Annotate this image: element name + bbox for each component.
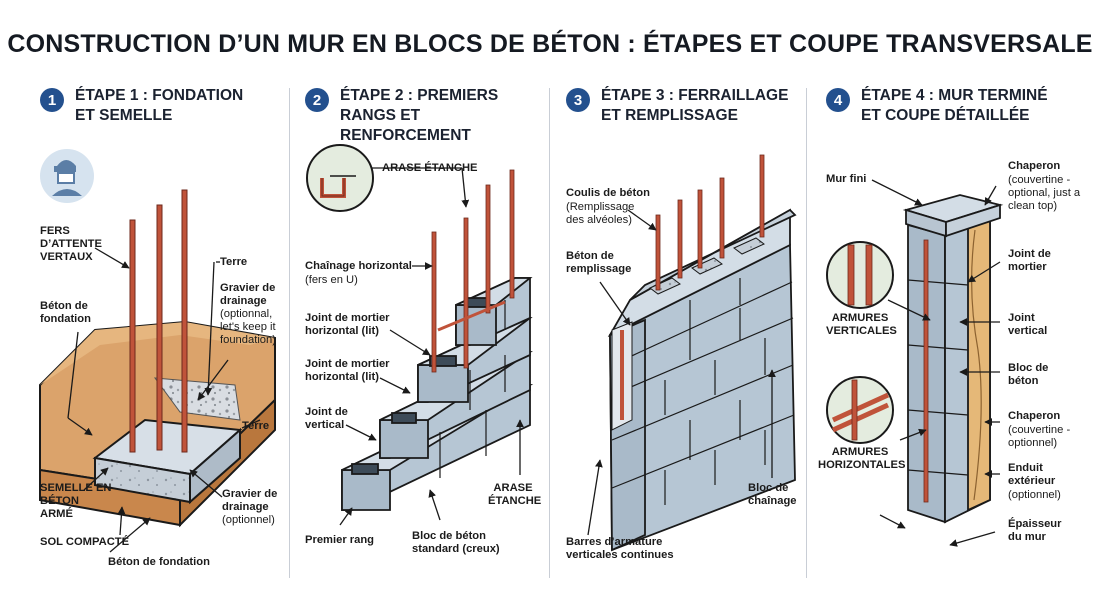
step-1-badge: 1 <box>40 88 64 112</box>
label-bloc-beton: Bloc de béton <box>1008 362 1049 387</box>
label-bloc-standard: Bloc de béton standard (creux) <box>412 530 500 555</box>
label-beton-remplissage: Béton de remplissage <box>566 250 632 275</box>
label-epaisseur: Épaisseur du mur <box>1008 518 1062 543</box>
step-3-title: ÉTAPE 3 : FERRAILLAGE ET REMPLISSAGE <box>601 87 789 124</box>
divider-1 <box>289 88 290 578</box>
step-1-art <box>39 149 276 553</box>
label-terre-right: Terre <box>242 420 270 432</box>
label-armures-verticales: ARMURES VERTICALES <box>826 312 897 337</box>
step-3-header: 3 ÉTAPE 3 : FERRAILLAGE ET REMPLISSAGE <box>566 86 801 126</box>
worker-helmet-icon <box>40 149 94 203</box>
label-enduit-note: (optionnel) <box>1008 489 1061 501</box>
label-joint-lit-2: Joint de mortier horizontal (lit) <box>305 358 390 383</box>
step-2-art <box>306 144 534 526</box>
step-4-art <box>826 179 1004 547</box>
label-beton-fondation-left: Béton de fondation <box>40 300 91 325</box>
divider-3 <box>806 88 807 578</box>
label-barres: Barres d’armature verticales continues <box>566 536 674 561</box>
label-arase-top: ARASE ÉTANCHE <box>382 162 478 174</box>
label-fers-attente: FERS D’ATTENTE VERTAUX <box>40 225 102 263</box>
label-chaperon-top-title: Chaperon <box>1008 160 1061 172</box>
label-chaperon-top-note: (couvertine - optional, just a clean top… <box>1008 174 1081 212</box>
label-enduit-title: Enduit extérieur <box>1008 462 1056 487</box>
label-premier-rang: Premier rang <box>305 534 375 546</box>
label-joint-vertical-4: Joint vertical <box>1008 312 1048 337</box>
label-terre-top: Terre <box>220 256 248 268</box>
label-armures-horizontales: ARMURES HORIZONTALES <box>818 446 906 471</box>
step-2-header: 2 ÉTAPE 2 : PREMIERS RANGS ET RENFORCEME… <box>305 86 550 146</box>
label-semelle: SEMELLE EN BÉTON ARMÉ <box>40 482 112 520</box>
label-joint-lit-1: Joint de mortier horizontal (lit) <box>305 312 390 337</box>
step-1-header: 1 ÉTAPE 1 : FONDATION ET SEMELLE <box>40 86 255 126</box>
label-coulis-title: Coulis de béton <box>566 187 650 199</box>
label-chainage-title: Chaînage horizontal <box>305 260 412 272</box>
label-gravier-note: (optionnal, let's keep it foundation) <box>220 308 276 346</box>
label-coulis-note: (Remplissage des alvéoles) <box>566 201 635 226</box>
step-4-header: 4 ÉTAPE 4 : MUR TERMINÉ ET COUPE DÉTAILL… <box>826 86 1061 126</box>
label-arase-bottom: ARASE ÉTANCHE <box>488 482 542 507</box>
step-4-title: ÉTAPE 4 : MUR TERMINÉ ET COUPE DÉTAILLÉE <box>861 87 1048 124</box>
step-4-badge: 4 <box>826 88 850 112</box>
label-sol-compacte: SOL COMPACTÉ <box>40 536 130 548</box>
label-bloc-chainage: Bloc de chaînage <box>748 482 797 507</box>
label-chainage-note: (fers en U) <box>305 274 358 286</box>
label-chaperon-mid-note: (couvertine - optionnel) <box>1008 424 1071 449</box>
divider-2 <box>549 88 550 578</box>
step-3-badge: 3 <box>566 88 590 112</box>
step-3-art <box>587 154 797 552</box>
label-gravier-title: Gravier de drainage <box>220 282 276 307</box>
page-title: CONSTRUCTION D’UN MUR EN BLOCS DE BÉTON … <box>7 30 1093 58</box>
label-joint-vertical: Joint de vertical <box>305 406 348 431</box>
label-joint-mortier: Joint de mortier <box>1008 248 1051 273</box>
step-2-title: ÉTAPE 2 : PREMIERS RANGS ET RENFORCEMENT <box>340 87 499 144</box>
label-beton-fondation-bottom: Béton de fondation <box>108 556 210 568</box>
step-1-title: ÉTAPE 1 : FONDATION ET SEMELLE <box>75 87 244 124</box>
label-gravier2-note: (optionnel) <box>222 514 275 526</box>
label-mur-fini: Mur fini <box>826 173 867 185</box>
step-2-badge: 2 <box>305 88 329 112</box>
label-gravier2-title: Gravier de drainage <box>222 488 278 513</box>
label-chaperon-mid-title: Chaperon <box>1008 410 1061 422</box>
